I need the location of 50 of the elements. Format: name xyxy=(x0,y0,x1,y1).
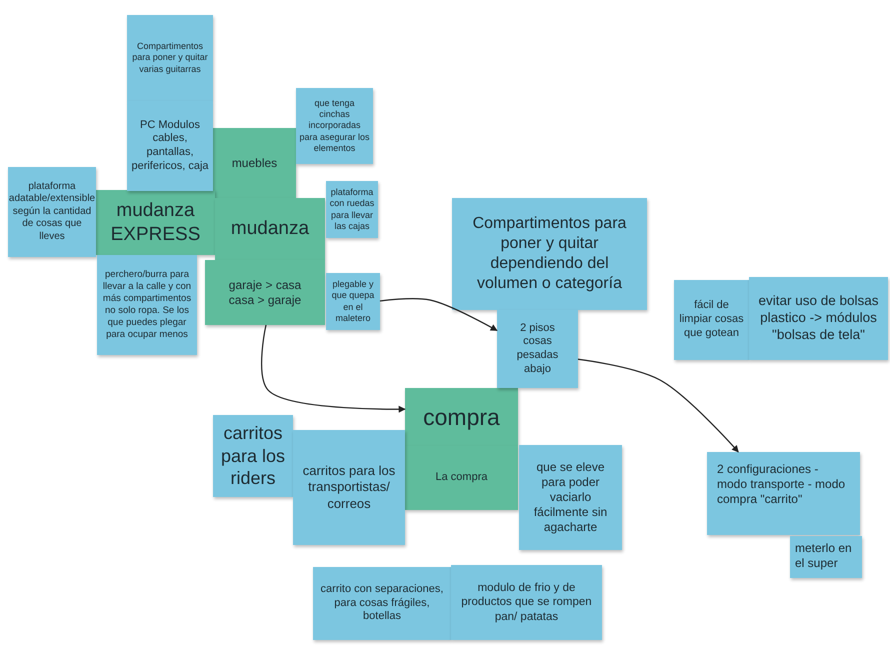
note-text: que se eleve para poder vaciarlo fácilmente sin agacharte xyxy=(532,460,608,535)
note-text: mudanza xyxy=(230,217,310,241)
note-text: evitar uso de bolsas plastico -> módulos "bolsas de tela" xyxy=(757,293,880,344)
sticky-note xyxy=(519,445,622,550)
note-text: 2 pisos cosas pesadas abajo xyxy=(516,322,560,376)
category-sticky-note xyxy=(205,260,325,325)
note-text: meterlo en el super xyxy=(795,541,853,571)
note-text: plataforma con ruedas para llevar las cajas xyxy=(328,187,376,232)
note-text: 2 configuraciones - modo transporte - modo compra "carrito" xyxy=(717,462,846,507)
sticky-note xyxy=(451,565,602,640)
note-text: Compartimentos para poner y quitar dependiendo del volumen o categoría xyxy=(472,214,628,294)
note-text: plegable y que quepa en el maletero xyxy=(330,279,376,324)
note-text: Compartimentos para poner y quitar varias guitarras xyxy=(131,41,209,75)
category-sticky-note xyxy=(405,388,518,446)
sticky-note xyxy=(213,415,293,497)
sticky-note xyxy=(790,536,862,578)
note-text: muebles xyxy=(232,156,278,170)
sticky-note xyxy=(293,430,405,545)
note-text: carrito con separaciones, para cosas frágiles, botellas xyxy=(320,582,444,624)
sticky-note xyxy=(127,101,213,191)
sticky-note xyxy=(8,167,96,257)
curved-arrow xyxy=(380,298,498,332)
sticky-note xyxy=(326,181,378,238)
sticky-note xyxy=(497,310,578,388)
sticky-note xyxy=(326,273,380,330)
sticky-note xyxy=(749,277,888,360)
note-text: carritos para los riders xyxy=(220,422,286,490)
category-sticky-note xyxy=(405,446,518,510)
sticky-note xyxy=(296,88,373,164)
note-text: mudanza EXPRESS xyxy=(110,198,202,246)
sticky-note xyxy=(452,198,647,310)
category-sticky-note xyxy=(96,190,215,255)
sticky-note xyxy=(127,15,213,101)
sticky-note xyxy=(674,280,749,360)
note-text: plataforma adatable/extensible según la cantidad de cosas que lleves xyxy=(8,180,96,244)
curved-arrow xyxy=(578,358,739,453)
note-text: fácil de limpiar cosas que gotean xyxy=(678,299,745,341)
sticky-note xyxy=(313,567,451,640)
note-text: que tenga cinchas incorporadas para asegurar los elementos xyxy=(299,98,370,154)
sticky-note xyxy=(707,452,860,535)
note-text: garaje > casa casa > garaje xyxy=(228,278,302,308)
category-sticky-note xyxy=(213,128,296,198)
note-text: modulo de frio y de productos que se rompen pan/ patatas xyxy=(460,580,593,624)
sticky-note xyxy=(97,255,197,355)
note-text: La compra xyxy=(436,471,488,485)
note-text: perchero/burra para llevar a la calle y con más compartimentos no solo ropa. Se los que puedes plegar para ocupar menos xyxy=(102,269,192,341)
note-text: carritos para los transportistas/ correos xyxy=(302,463,396,512)
note-text: compra xyxy=(423,402,500,432)
note-text: PC Modulos cables, pantallas, perifericos, caja xyxy=(131,118,209,174)
curved-arrow xyxy=(261,324,406,413)
